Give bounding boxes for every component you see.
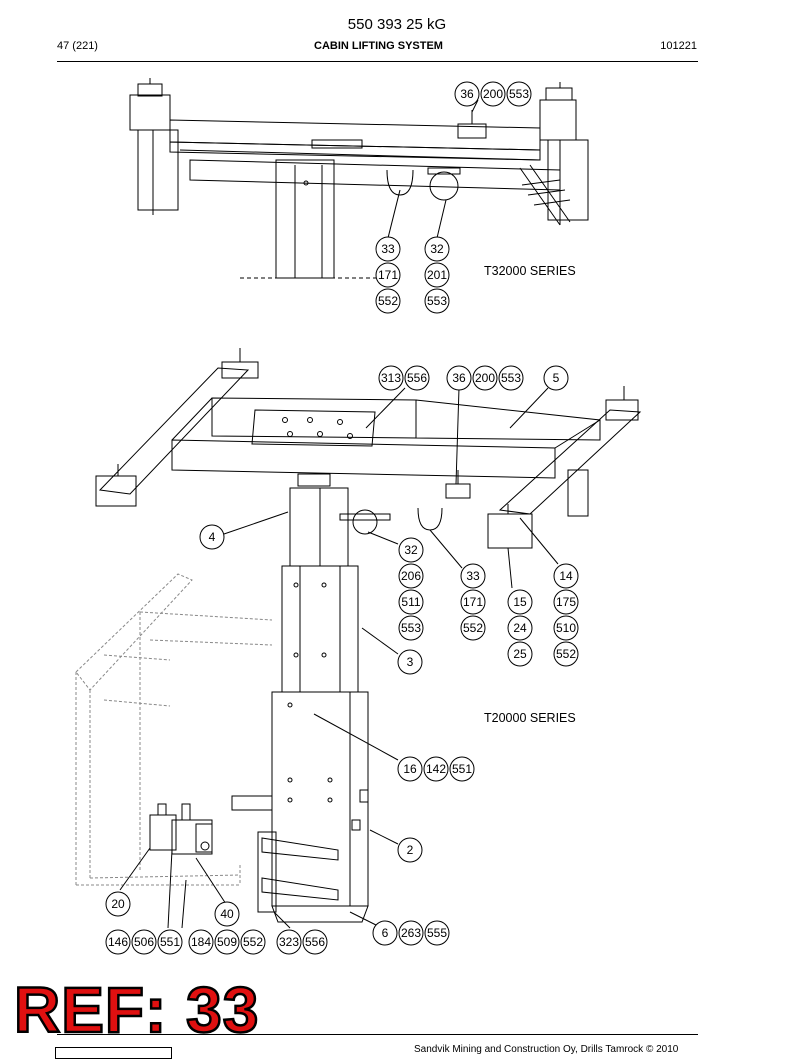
callout-label: 184 (191, 935, 211, 949)
callout-label: 509 (217, 935, 237, 949)
callout-label: 20 (111, 897, 125, 911)
callout-label: 171 (378, 268, 398, 282)
callout-label: 32 (404, 543, 418, 557)
callout-label: 40 (220, 907, 234, 921)
callout-label: 511 (401, 595, 420, 609)
callout-group-bottom: 313 556 36 200 553 5 4 32 206 511 553 33… (105, 365, 579, 955)
callout-36-200-553-b: 36 200 553 (446, 365, 524, 391)
callout-3: 3 (397, 649, 423, 675)
callout-4: 4 (199, 524, 225, 550)
callout-label: 552 (243, 935, 263, 949)
callout-label: 25 (513, 647, 527, 661)
series-label-t20000: T20000 SERIES (484, 711, 576, 725)
callout-33-171-552: 33 171 552 (375, 236, 401, 314)
callout-32-206-511-553: 32 206 511 553 (398, 537, 424, 641)
callout-group-top: 36 200 553 33 171 552 32 201 553 (375, 81, 532, 314)
callout-label: 200 (475, 371, 495, 385)
callout-15-24-25: 15 24 25 (507, 589, 533, 667)
callout-label: 553 (509, 87, 529, 101)
callout-label: 263 (401, 926, 421, 940)
callout-label: 36 (452, 371, 466, 385)
callout-36-200-553: 36 200 553 (454, 81, 532, 107)
callout-40: 40 (214, 901, 240, 927)
callout-146-506-551: 146 506 551 (105, 929, 183, 955)
callout-label: 14 (559, 569, 573, 583)
callout-label: 2 (407, 843, 414, 857)
callout-label: 15 (513, 595, 527, 609)
page-number: 47 (221) (57, 40, 98, 52)
callout-label: 16 (403, 762, 417, 776)
callout-label: 4 (209, 530, 216, 544)
series-label-t32000: T32000 SERIES (484, 264, 576, 278)
callout-label: 556 (407, 371, 427, 385)
callout-label: 33 (381, 242, 395, 256)
header-rule (57, 61, 698, 62)
callout-label: 553 (501, 371, 521, 385)
callout-label: 142 (426, 762, 446, 776)
callout-label: 6 (382, 926, 389, 940)
callout-16-142-551: 16 142 551 (397, 756, 475, 782)
callout-label: 556 (305, 935, 325, 949)
callout-label: 24 (513, 621, 527, 635)
callout-184-509-552: 184 509 552 (188, 929, 266, 955)
callout-label: 552 (378, 294, 398, 308)
callout-14-175-510-552: 14 175 510 552 (553, 563, 579, 667)
callout-label: 552 (556, 647, 576, 661)
callout-label: 552 (463, 621, 483, 635)
ref-stamp: REF: 33 (13, 974, 260, 1046)
callout-33-171-552-b: 33 171 552 (460, 563, 486, 641)
callout-label: 32 (430, 242, 444, 256)
sandvik-logo (55, 1047, 172, 1059)
callout-20: 20 (105, 891, 131, 917)
callout-label: 33 (466, 569, 480, 583)
callout-label: 551 (452, 762, 472, 776)
callout-label: 551 (160, 935, 180, 949)
callout-32-201-553: 32 201 553 (424, 236, 450, 314)
callout-label: 323 (279, 935, 299, 949)
footer-rule (57, 1034, 698, 1035)
callout-label: 146 (108, 935, 128, 949)
callout-label: 3 (407, 655, 414, 669)
document-code: 101221 (660, 40, 697, 52)
callout-313-556: 313 556 (378, 365, 430, 391)
callout-label: 553 (401, 621, 421, 635)
document-title: 550 393 25 kG (347, 16, 447, 33)
callout-label: 206 (401, 569, 421, 583)
bottom-frame-drawing (75, 348, 642, 929)
top-frame-drawing (129, 78, 589, 279)
callout-label: 506 (134, 935, 154, 949)
callout-label: 313 (381, 371, 401, 385)
footer-copyright: Sandvik Mining and Construction Oy, Dril… (414, 1044, 679, 1055)
callout-label: 200 (483, 87, 503, 101)
callout-6-263-555: 6 263 555 (372, 920, 450, 946)
callout-label: 555 (427, 926, 447, 940)
callout-label: 553 (427, 294, 447, 308)
callout-2: 2 (397, 837, 423, 863)
section-title: CABIN LIFTING SYSTEM (314, 40, 443, 52)
callout-label: 171 (463, 595, 483, 609)
callout-5: 5 (543, 365, 569, 391)
callout-label: 201 (427, 268, 447, 282)
callout-label: 175 (556, 595, 576, 609)
callout-323-556: 323 556 (276, 929, 328, 955)
callout-label: 36 (460, 87, 474, 101)
callout-label: 5 (553, 371, 560, 385)
callout-label: 510 (556, 621, 576, 635)
